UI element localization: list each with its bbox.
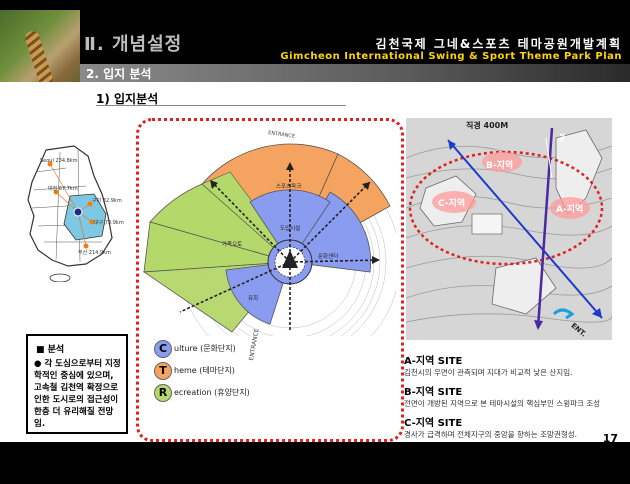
legend-text-theme: heme (테마단지) (174, 366, 235, 375)
footer-bar (0, 442, 630, 484)
analysis-body: ● 각 도심으로부터 지정학적인 중심에 있으며, 고속철 김천역 확정으로 인… (34, 359, 121, 429)
zone-label-a: A-지역 (556, 205, 584, 215)
zone-label-b: B-지역 (486, 161, 514, 171)
zone-b-desc: 전면이 개방된 지역으로 본 테마시설의 핵심부인 스윙파크 조성 (404, 399, 601, 408)
section-underline (96, 105, 346, 106)
diagram-label-plaza: 도입시설 (280, 224, 300, 232)
diagram-label-entrance-top: ENTRANCE (268, 130, 296, 140)
diagram-label-culture: 문화센터 (318, 252, 338, 260)
site-width-label: 직경 400M (466, 121, 509, 130)
legend-text-recreation: ecreation (휴양단지) (174, 388, 250, 397)
map-label-seoul: Seoul 234.8km (40, 158, 78, 164)
legend-circle-theme: T (154, 362, 172, 380)
map-label-daejeon: 대전 67.7km (48, 185, 78, 192)
map-label-daegu: 대구 73.9km (94, 219, 124, 226)
zone-a-title: A-지역 SITE (404, 356, 463, 367)
page-number: 17 (602, 432, 618, 445)
legend-circle-culture: C (154, 340, 172, 358)
chapter-title: Ⅱ. 개념설정 (84, 34, 183, 55)
analysis-title: ■ 분석 (36, 345, 65, 355)
project-title-korean: 김천국제 그네&스포츠 테마공원개발계획 (375, 37, 622, 51)
map-label-gumi: 구미 32.9km (92, 197, 122, 204)
zone-label-c: C-지역 (438, 199, 466, 209)
legend-item-theme: T heme (테마단지) (154, 362, 284, 382)
map-label-busan: 부산 214.9km (78, 249, 111, 256)
korea-location-map: Seoul 234.8km 대전 67.7km 구미 32.9km 대구 73.… (27, 145, 124, 282)
zone-a-desc: 김천시의 우면이 관측되며 지대가 비교적 낮은 산지임. (404, 368, 573, 377)
legend-item-recreation: R ecreation (휴양단지) (154, 384, 284, 404)
zone-c-title: C-지역 SITE (404, 418, 463, 429)
site-model-image: 직경 400M B-지역 C-지역 A-지역 NE ENT. (405, 118, 613, 340)
subtitle-bar: 2. 입지 분석 (80, 64, 630, 82)
project-title-english: Gimcheon International Swing & Sport The… (280, 51, 622, 62)
zone-descriptions: A-지역 SITE 김천시의 우면이 관측되며 지대가 비교적 낮은 산지임. … (404, 350, 624, 445)
diagram-label-recreation: 유희 (248, 294, 258, 302)
diagram-label-sports: 스포츠파크 (276, 182, 301, 190)
zoning-concept-diagram: 스포츠파크 가족오토 도입시설 문화센터 유희 ENTRANCE (142, 130, 396, 336)
analysis-box: ■ 분석 ● 각 도심으로부터 지정학적인 중심에 있으며, 고속철 김천역 확… (26, 334, 128, 434)
zone-b-title: B-지역 SITE (404, 387, 463, 398)
legend-item-culture: C ulture (문화단지) (154, 340, 284, 360)
legend-circle-recreation: R (154, 384, 172, 402)
diagram-label-green: 가족오토 (222, 240, 242, 248)
legend-text-culture: ulture (문화단지) (174, 344, 236, 353)
section-title: 1) 입지분석 (96, 92, 159, 106)
zone-c-desc: 경사가 급격하며 전체지구의 중앙을 향하는 조망권형성. (404, 430, 578, 439)
concept-diagram-frame (136, 118, 404, 442)
header-bar (0, 0, 630, 72)
subtitle-text: 2. 입지 분석 (86, 67, 152, 81)
